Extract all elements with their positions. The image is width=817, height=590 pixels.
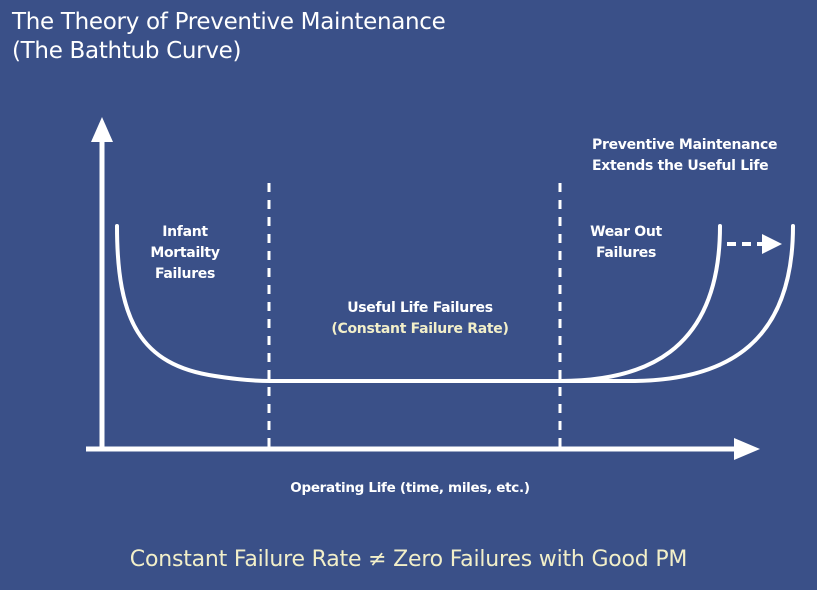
title-line-1: The Theory of Preventive Maintenance xyxy=(12,9,446,35)
footer-caption: Constant Failure Rate ≠ Zero Failures wi… xyxy=(129,547,688,572)
x-axis-label: Operating Life (time, miles, etc.) xyxy=(290,480,530,496)
extended-life-curve xyxy=(558,224,795,383)
infant-mortality-label: Infant Mortailty Failures xyxy=(150,224,220,282)
y-axis-arrowhead xyxy=(91,117,113,142)
preventive-maintenance-annotation: Preventive Maintenance Extends the Usefu… xyxy=(592,137,778,174)
useful-life-label: Useful Life Failures (Constant Failure R… xyxy=(331,300,509,337)
diagram-title: The Theory of Preventive Maintenance (Th… xyxy=(12,8,446,66)
wear-out-label: Wear Out Failures xyxy=(590,224,662,261)
bathtub-curve xyxy=(115,224,722,383)
life-extension-arrowhead xyxy=(762,234,782,254)
x-axis-arrowhead xyxy=(734,438,760,460)
title-line-2: (The Bathtub Curve) xyxy=(12,38,242,64)
